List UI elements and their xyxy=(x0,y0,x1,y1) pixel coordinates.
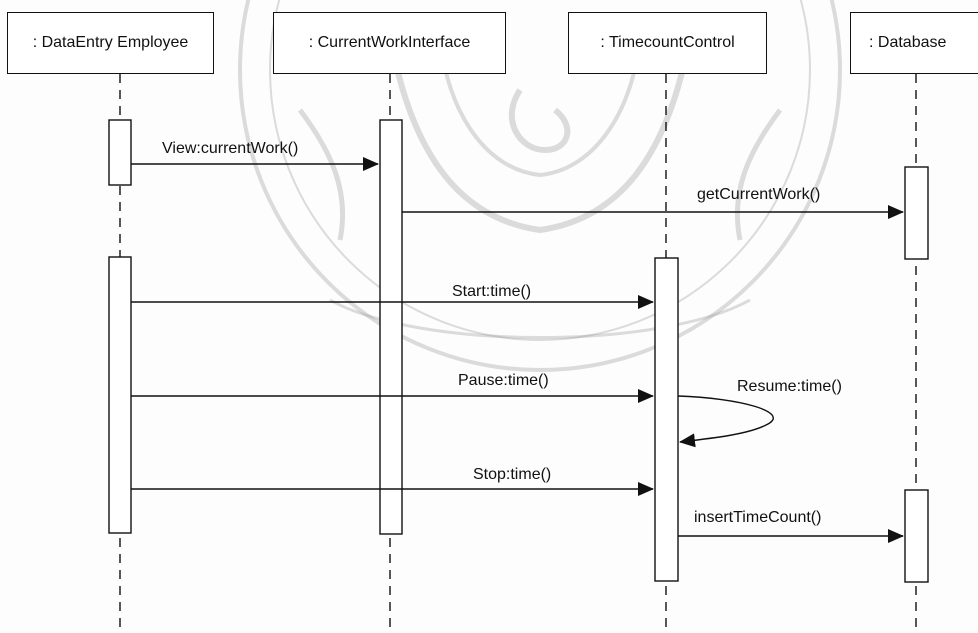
activation-database-2 xyxy=(905,490,928,582)
message-label-pause-time: Pause:time() xyxy=(458,372,549,390)
message-label-getcurrentwork: getCurrentWork() xyxy=(697,186,820,204)
message-label-start-time: Start:time() xyxy=(452,283,531,301)
arrow-resume-time xyxy=(678,396,773,442)
activation-dataentry-2 xyxy=(109,257,131,533)
lifeline-box-dataentry-employee: : DataEntry Employee xyxy=(7,12,214,74)
lifeline-box-database: : Database xyxy=(850,12,978,74)
activation-database-1 xyxy=(905,167,928,259)
message-label-inserttimecount: insertTimeCount() xyxy=(694,509,821,527)
lifeline-label-database: : Database xyxy=(869,34,946,52)
message-label-stop-time: Stop:time() xyxy=(473,466,551,484)
lifeline-label-timecountcontrol: : TimecountControl xyxy=(600,34,734,52)
message-label-view-currentwork: View:currentWork() xyxy=(162,140,298,158)
activation-currentwork xyxy=(380,120,402,534)
activation-timecount xyxy=(655,258,678,581)
message-label-resume-time: Resume:time() xyxy=(737,378,842,396)
lifeline-label-dataentry-employee: : DataEntry Employee xyxy=(33,34,189,52)
lifeline-box-timecountcontrol: : TimecountControl xyxy=(568,12,767,74)
activation-dataentry-1 xyxy=(109,120,131,185)
lifeline-label-currentworkinterface: : CurrentWorkInterface xyxy=(309,34,471,52)
lifeline-box-currentworkinterface: : CurrentWorkInterface xyxy=(273,12,506,74)
